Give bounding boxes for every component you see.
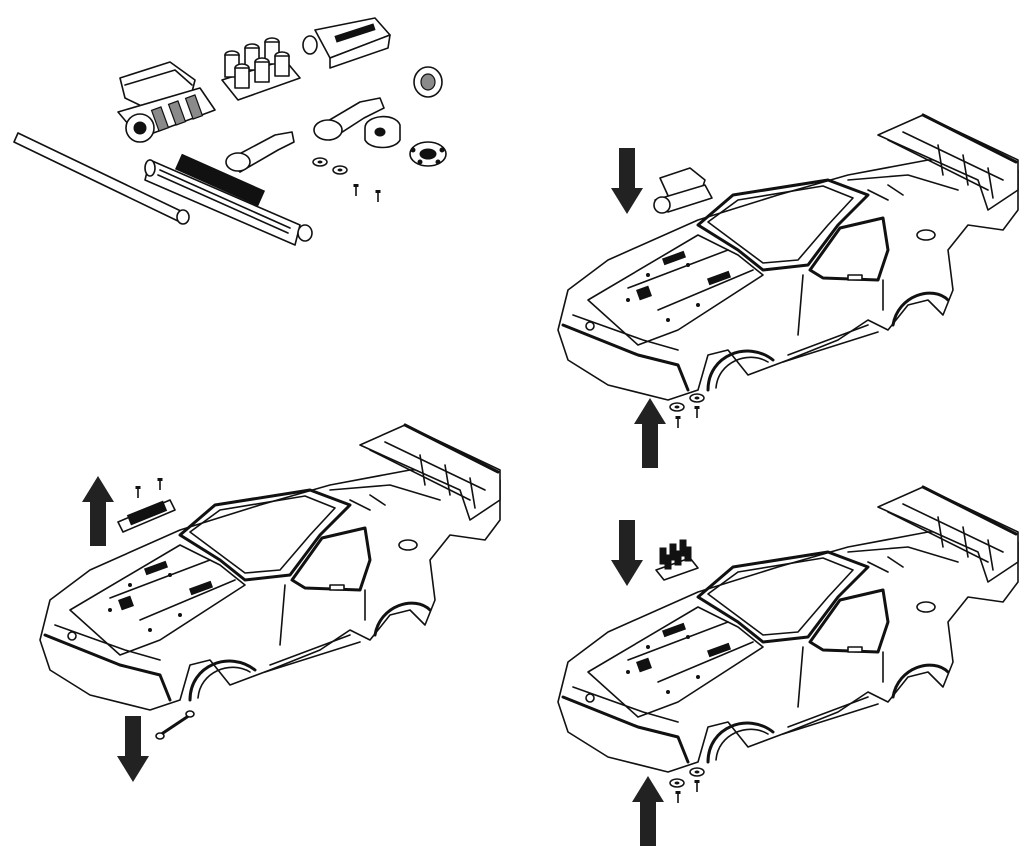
washer-icon [669,778,685,788]
washer-icon [689,767,705,777]
screw-icon [693,779,701,793]
step-b-panel [556,113,1020,468]
exhaust-bolt-part [155,710,195,740]
screw-icon [156,477,164,491]
step-c-panel [556,485,1020,846]
screw-parts [352,183,382,203]
exhaust-pipe-part [13,132,190,225]
step-a-panel [38,423,502,782]
injector-stack-part [655,539,699,581]
washer-icon [669,402,685,412]
screw-icon [674,790,682,804]
screw-icon [134,485,142,499]
air-filter-part [302,17,391,69]
valve-cover-part [313,97,385,141]
screw-icon [674,415,682,429]
breather-part [364,115,401,149]
intercooler-plate-part [117,499,176,533]
arrow-down-icon [611,148,643,214]
arrow-up-icon [634,398,666,468]
washer-icon [689,393,705,403]
parts-overview-panel [13,17,447,246]
washer-parts [312,157,348,175]
screw-icon [693,405,701,419]
intercooler-part [144,153,313,246]
car-body [38,423,502,712]
arrow-down-icon [117,716,149,782]
arrow-up-icon [82,476,114,546]
pulley-part [409,141,447,167]
blower-assembly-part [653,167,713,214]
injector-stack-part [221,37,301,101]
distributor-part [225,131,295,173]
supercharger-part [117,87,216,143]
arrow-up-icon [632,776,664,846]
arrow-down-icon [611,520,643,586]
grommet-part [413,66,443,98]
